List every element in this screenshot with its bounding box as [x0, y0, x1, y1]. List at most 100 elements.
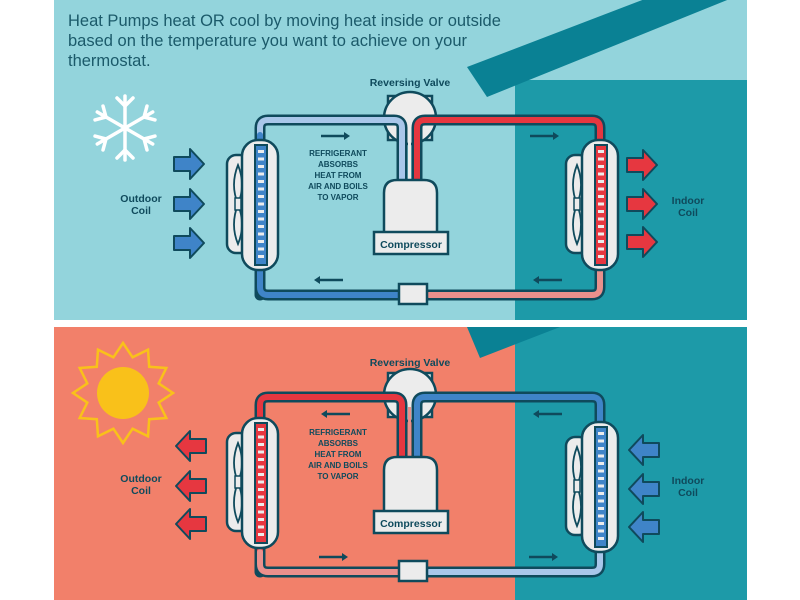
suction-pipe — [257, 117, 405, 188]
coil-fin-slot — [598, 195, 604, 198]
coil-fin-slot — [598, 165, 604, 168]
coil-fin-slot — [598, 447, 604, 450]
coil-fin-slot — [598, 217, 604, 221]
coil-fin-slot — [598, 157, 604, 161]
coil-fin-slot — [598, 477, 604, 480]
svg-text:Coil: Coil — [131, 205, 151, 217]
reversing-valve-label: Reversing Valve — [370, 77, 451, 89]
coil-fin-slot — [598, 439, 604, 443]
coil-fin-slot — [258, 465, 264, 469]
coil-fin-slot — [258, 255, 264, 258]
coil-fin-slot — [598, 210, 604, 213]
coil-fin-slot — [258, 195, 264, 198]
airflow-arrow-out — [175, 508, 207, 540]
coil-fin-slot — [258, 150, 264, 153]
coil-fin-slot — [258, 187, 264, 191]
outdoor-coil-pipe — [257, 132, 409, 298]
coil-fin-slot — [598, 247, 604, 251]
outdoor-coil-label: Outdoor — [120, 193, 161, 205]
airflow-arrow-out — [626, 226, 658, 258]
coil-fin-slot — [598, 255, 604, 258]
coil-fin-slot — [258, 518, 264, 521]
compressor — [372, 455, 450, 535]
coil-fin-slot — [258, 232, 264, 236]
coil-fin-slot — [258, 473, 264, 476]
coil-fin-slot — [258, 458, 264, 461]
coil-fin-slot — [598, 225, 604, 228]
coil-fin-slot — [598, 180, 604, 183]
flow-arrow-right — [321, 132, 350, 140]
coil-fin-slot — [258, 435, 264, 439]
coil-fin-slot — [258, 240, 264, 243]
indoor-coil-label: Indoor — [672, 195, 705, 207]
airflow-arrow-out — [626, 149, 658, 181]
indoor-coil-label: Indoor — [672, 475, 705, 487]
process-note: REFRIGERANT ABSORBS HEAT FROM AIR AND BO… — [308, 149, 368, 202]
coil-fin-slot — [258, 525, 264, 529]
coil-fin-slot — [598, 522, 604, 525]
coil-fin-slot — [598, 150, 604, 153]
coil-fin-slot — [598, 492, 604, 495]
indoor-coil-unit — [564, 138, 620, 272]
svg-text:Coil: Coil — [678, 487, 698, 499]
flow-arrow-left — [314, 276, 343, 284]
svg-text:AIR AND BOILS: AIR AND BOILS — [308, 461, 368, 470]
airflow-arrow-in — [628, 511, 660, 543]
heating-mode-panel: Reversing Valve Compressor REFRIGERANT A… — [54, 327, 747, 600]
coil-fin-slot — [598, 232, 604, 236]
outdoor-coil-unit — [225, 416, 280, 550]
svg-text:Coil: Coil — [678, 207, 698, 219]
coil-fin-slot — [258, 210, 264, 213]
flow-arrow-right — [530, 132, 559, 140]
liquid-line-pipe — [426, 267, 603, 298]
expansion-valve — [397, 282, 429, 306]
flow-arrow-right — [529, 553, 558, 561]
coil-fin-slot — [598, 202, 604, 206]
indoor-coil-pipe — [426, 549, 603, 575]
cooling-diagram: Reversing Valve Compressor REFRIGERANT A… — [54, 0, 747, 320]
coil-fin-slot — [598, 469, 604, 473]
cooling-mode-panel: Reversing Valve Compressor REFRIGERANT A… — [54, 0, 747, 320]
svg-text:AIR AND BOILS: AIR AND BOILS — [308, 182, 368, 191]
flow-arrow-left — [533, 276, 562, 284]
coil-fin-slot — [598, 462, 604, 465]
heating-diagram: Reversing Valve Compressor REFRIGERANT A… — [54, 327, 747, 600]
coil-fin-slot — [258, 180, 264, 183]
airflow-arrow-out — [175, 470, 207, 502]
coil-fin-slot — [598, 499, 604, 503]
liquid-line-pipe — [257, 549, 409, 575]
snowflake-icon — [91, 94, 159, 162]
coil-fin-slot — [598, 529, 604, 533]
airflow-arrow-in — [628, 473, 660, 505]
coil-fin-slot — [598, 454, 604, 458]
airflow-arrow-in — [173, 148, 205, 180]
svg-text:HEAT FROM: HEAT FROM — [315, 450, 362, 459]
reversing-valve — [354, 90, 464, 185]
coil-fin-slot — [598, 172, 604, 176]
svg-text:TO VAPOR: TO VAPOR — [317, 472, 358, 481]
compressor-label: Compressor — [380, 239, 442, 251]
coil-fin-slot — [598, 507, 604, 510]
coil-fin-slot — [258, 225, 264, 228]
coil-fin-slot — [258, 480, 264, 484]
coil-fin-slot — [258, 450, 264, 454]
svg-text:HEAT FROM: HEAT FROM — [315, 171, 362, 180]
coil-fin-slot — [258, 503, 264, 506]
svg-text:ABSORBS: ABSORBS — [318, 439, 359, 448]
outdoor-coil-unit — [225, 138, 280, 272]
flow-arrow-right — [319, 553, 348, 561]
airflow-arrow-in — [173, 188, 205, 220]
coil-fin-slot — [258, 217, 264, 221]
page-title: Heat Pumps heat OR cool by moving heat i… — [68, 12, 501, 70]
coil-fin-slot — [258, 172, 264, 176]
sun-icon — [70, 340, 176, 446]
coil-fin-slot — [598, 514, 604, 518]
house-wall — [515, 327, 747, 600]
expansion-valve — [397, 559, 429, 583]
svg-text:ABSORBS: ABSORBS — [318, 160, 359, 169]
coil-fin-slot — [598, 432, 604, 435]
discharge-pipe — [257, 394, 405, 465]
coil-fin-slot — [258, 247, 264, 251]
coil-fin-slot — [598, 537, 604, 540]
coil-fin-slot — [258, 202, 264, 206]
